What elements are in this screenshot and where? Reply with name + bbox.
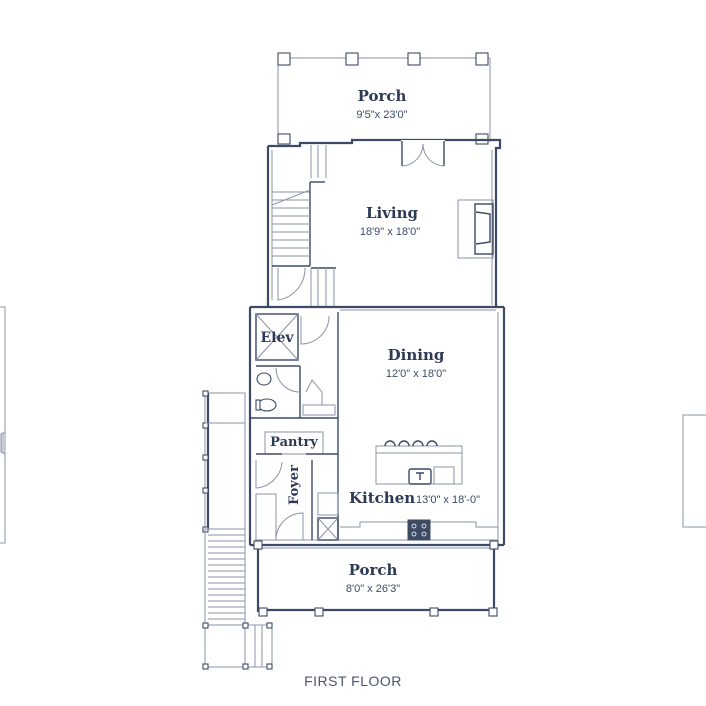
bar-stools <box>384 440 438 447</box>
powder-room <box>250 365 338 419</box>
pantry <box>256 431 338 455</box>
right-neighbor-plan <box>682 414 706 528</box>
kitchen-dim: 13'0" x 18'-0" <box>416 494 480 506</box>
porch-front-dim: 8'0" x 26'3" <box>346 583 400 595</box>
elevator <box>255 313 330 361</box>
range-icon <box>407 519 431 541</box>
dining-dim: 12'0" x 18'0" <box>386 368 446 380</box>
living-dim: 18'9" x 18'0" <box>360 226 420 238</box>
living-walls <box>266 138 502 307</box>
front-porch <box>253 540 499 617</box>
porch-post <box>345 52 359 66</box>
porch-post <box>475 52 489 66</box>
foyer <box>255 460 339 541</box>
living-staircase <box>271 145 336 307</box>
living-name: Living <box>366 204 419 222</box>
elevator-name: Elev <box>260 330 294 346</box>
dining-name: Dining <box>388 346 445 364</box>
pantry-name: Pantry <box>270 435 318 450</box>
left-neighbor-plan <box>0 306 6 544</box>
porch-rear-name: Porch <box>358 87 407 105</box>
fireplace <box>457 199 494 259</box>
porch-front-name: Porch <box>349 561 398 579</box>
kitchen-counter <box>340 519 498 541</box>
island-sink <box>408 468 432 485</box>
porch-post <box>277 133 291 145</box>
floor-caption: FIRST FLOOR <box>304 673 402 689</box>
exterior-stair <box>202 390 273 670</box>
foyer-name: Foyer <box>287 465 302 505</box>
porch-post <box>277 52 291 66</box>
porch-rear-dim: 9'5"x 23'0" <box>356 109 407 121</box>
sink-icon <box>256 372 272 386</box>
kitchen-name: Kitchen <box>349 489 415 507</box>
toilet-icon <box>257 398 277 412</box>
kitchen-island <box>375 440 463 485</box>
porch-post <box>407 52 421 66</box>
